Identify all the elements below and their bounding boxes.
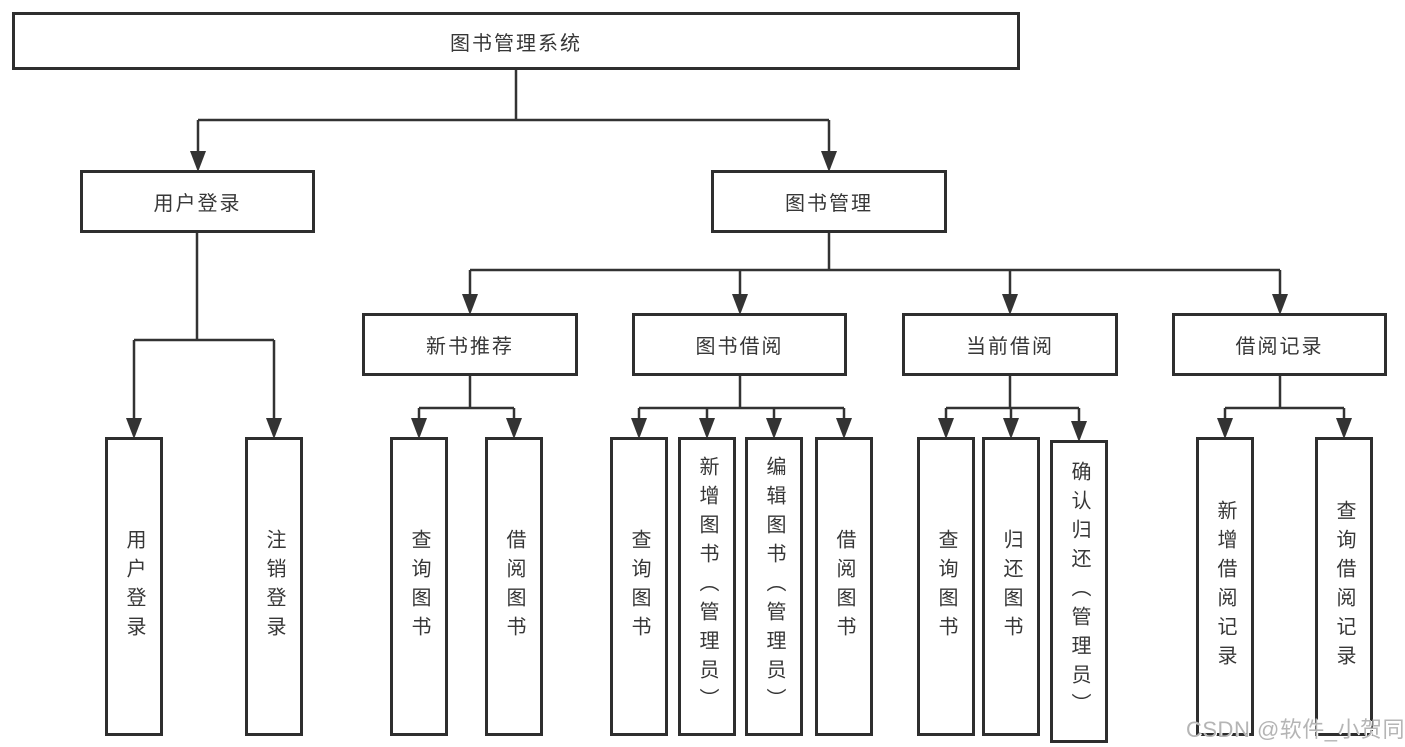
node-leaf-user-login: 用户登录 [105,437,163,736]
node-leaf-bb-add-books-admin: 新增图书（管理员） [678,437,736,736]
node-leaf-br-query-record-label: 查询借阅记录 [1333,499,1355,674]
node-leaf-bb-edit-books-admin: 编辑图书（管理员） [745,437,803,736]
node-leaf-cb-query-books-label: 查询图书 [935,528,957,645]
node-leaf-cb-query-books: 查询图书 [917,437,975,736]
node-leaf-nb-query-books-label: 查询图书 [408,528,430,645]
node-leaf-br-add-record: 新增借阅记录 [1196,437,1254,736]
node-leaf-nb-borrow-books-label: 借阅图书 [503,528,525,645]
node-new-book-recommend: 新书推荐 [362,313,578,376]
node-book-management-label: 图书管理 [785,193,873,215]
node-leaf-cb-confirm-return-admin-label: 确认归还（管理员） [1068,461,1090,722]
node-borrowing-records: 借阅记录 [1172,313,1387,376]
node-current-borrowing-label: 当前借阅 [966,336,1054,358]
node-current-borrowing: 当前借阅 [902,313,1118,376]
node-leaf-bb-query-books: 查询图书 [610,437,668,736]
node-leaf-bb-add-books-admin-label: 新增图书（管理员） [696,456,718,717]
node-leaf-user-login-label: 用户登录 [123,528,145,645]
node-leaf-bb-borrow-books-label: 借阅图书 [833,528,855,645]
node-book-borrowing-label: 图书借阅 [695,336,784,358]
node-leaf-cb-confirm-return-admin: 确认归还（管理员） [1050,440,1108,743]
node-leaf-bb-query-books-label: 查询图书 [628,528,650,645]
node-leaf-br-query-record: 查询借阅记录 [1315,437,1373,736]
node-user-login: 用户登录 [80,170,315,233]
node-new-book-recommend-label: 新书推荐 [426,336,514,358]
node-leaf-cb-return-books: 归还图书 [982,437,1040,736]
watermark: CSDN @软件_小贺同学 [1186,717,1405,742]
node-leaf-logout: 注销登录 [245,437,303,736]
node-leaf-nb-borrow-books: 借阅图书 [485,437,543,736]
node-leaf-bb-borrow-books: 借阅图书 [815,437,873,736]
node-leaf-br-add-record-label: 新增借阅记录 [1214,499,1236,674]
node-borrowing-records-label: 借阅记录 [1235,336,1324,358]
node-library-system-label: 图书管理系统 [450,32,582,55]
node-leaf-cb-return-books-label: 归还图书 [1000,528,1022,645]
node-leaf-bb-edit-books-admin-label: 编辑图书（管理员） [763,456,785,717]
node-book-management: 图书管理 [711,170,947,233]
node-user-login-label: 用户登录 [153,193,242,215]
node-leaf-nb-query-books: 查询图书 [390,437,448,736]
node-leaf-logout-label: 注销登录 [263,528,285,645]
node-library-system: 图书管理系统 [12,12,1020,70]
node-book-borrowing: 图书借阅 [632,313,847,376]
